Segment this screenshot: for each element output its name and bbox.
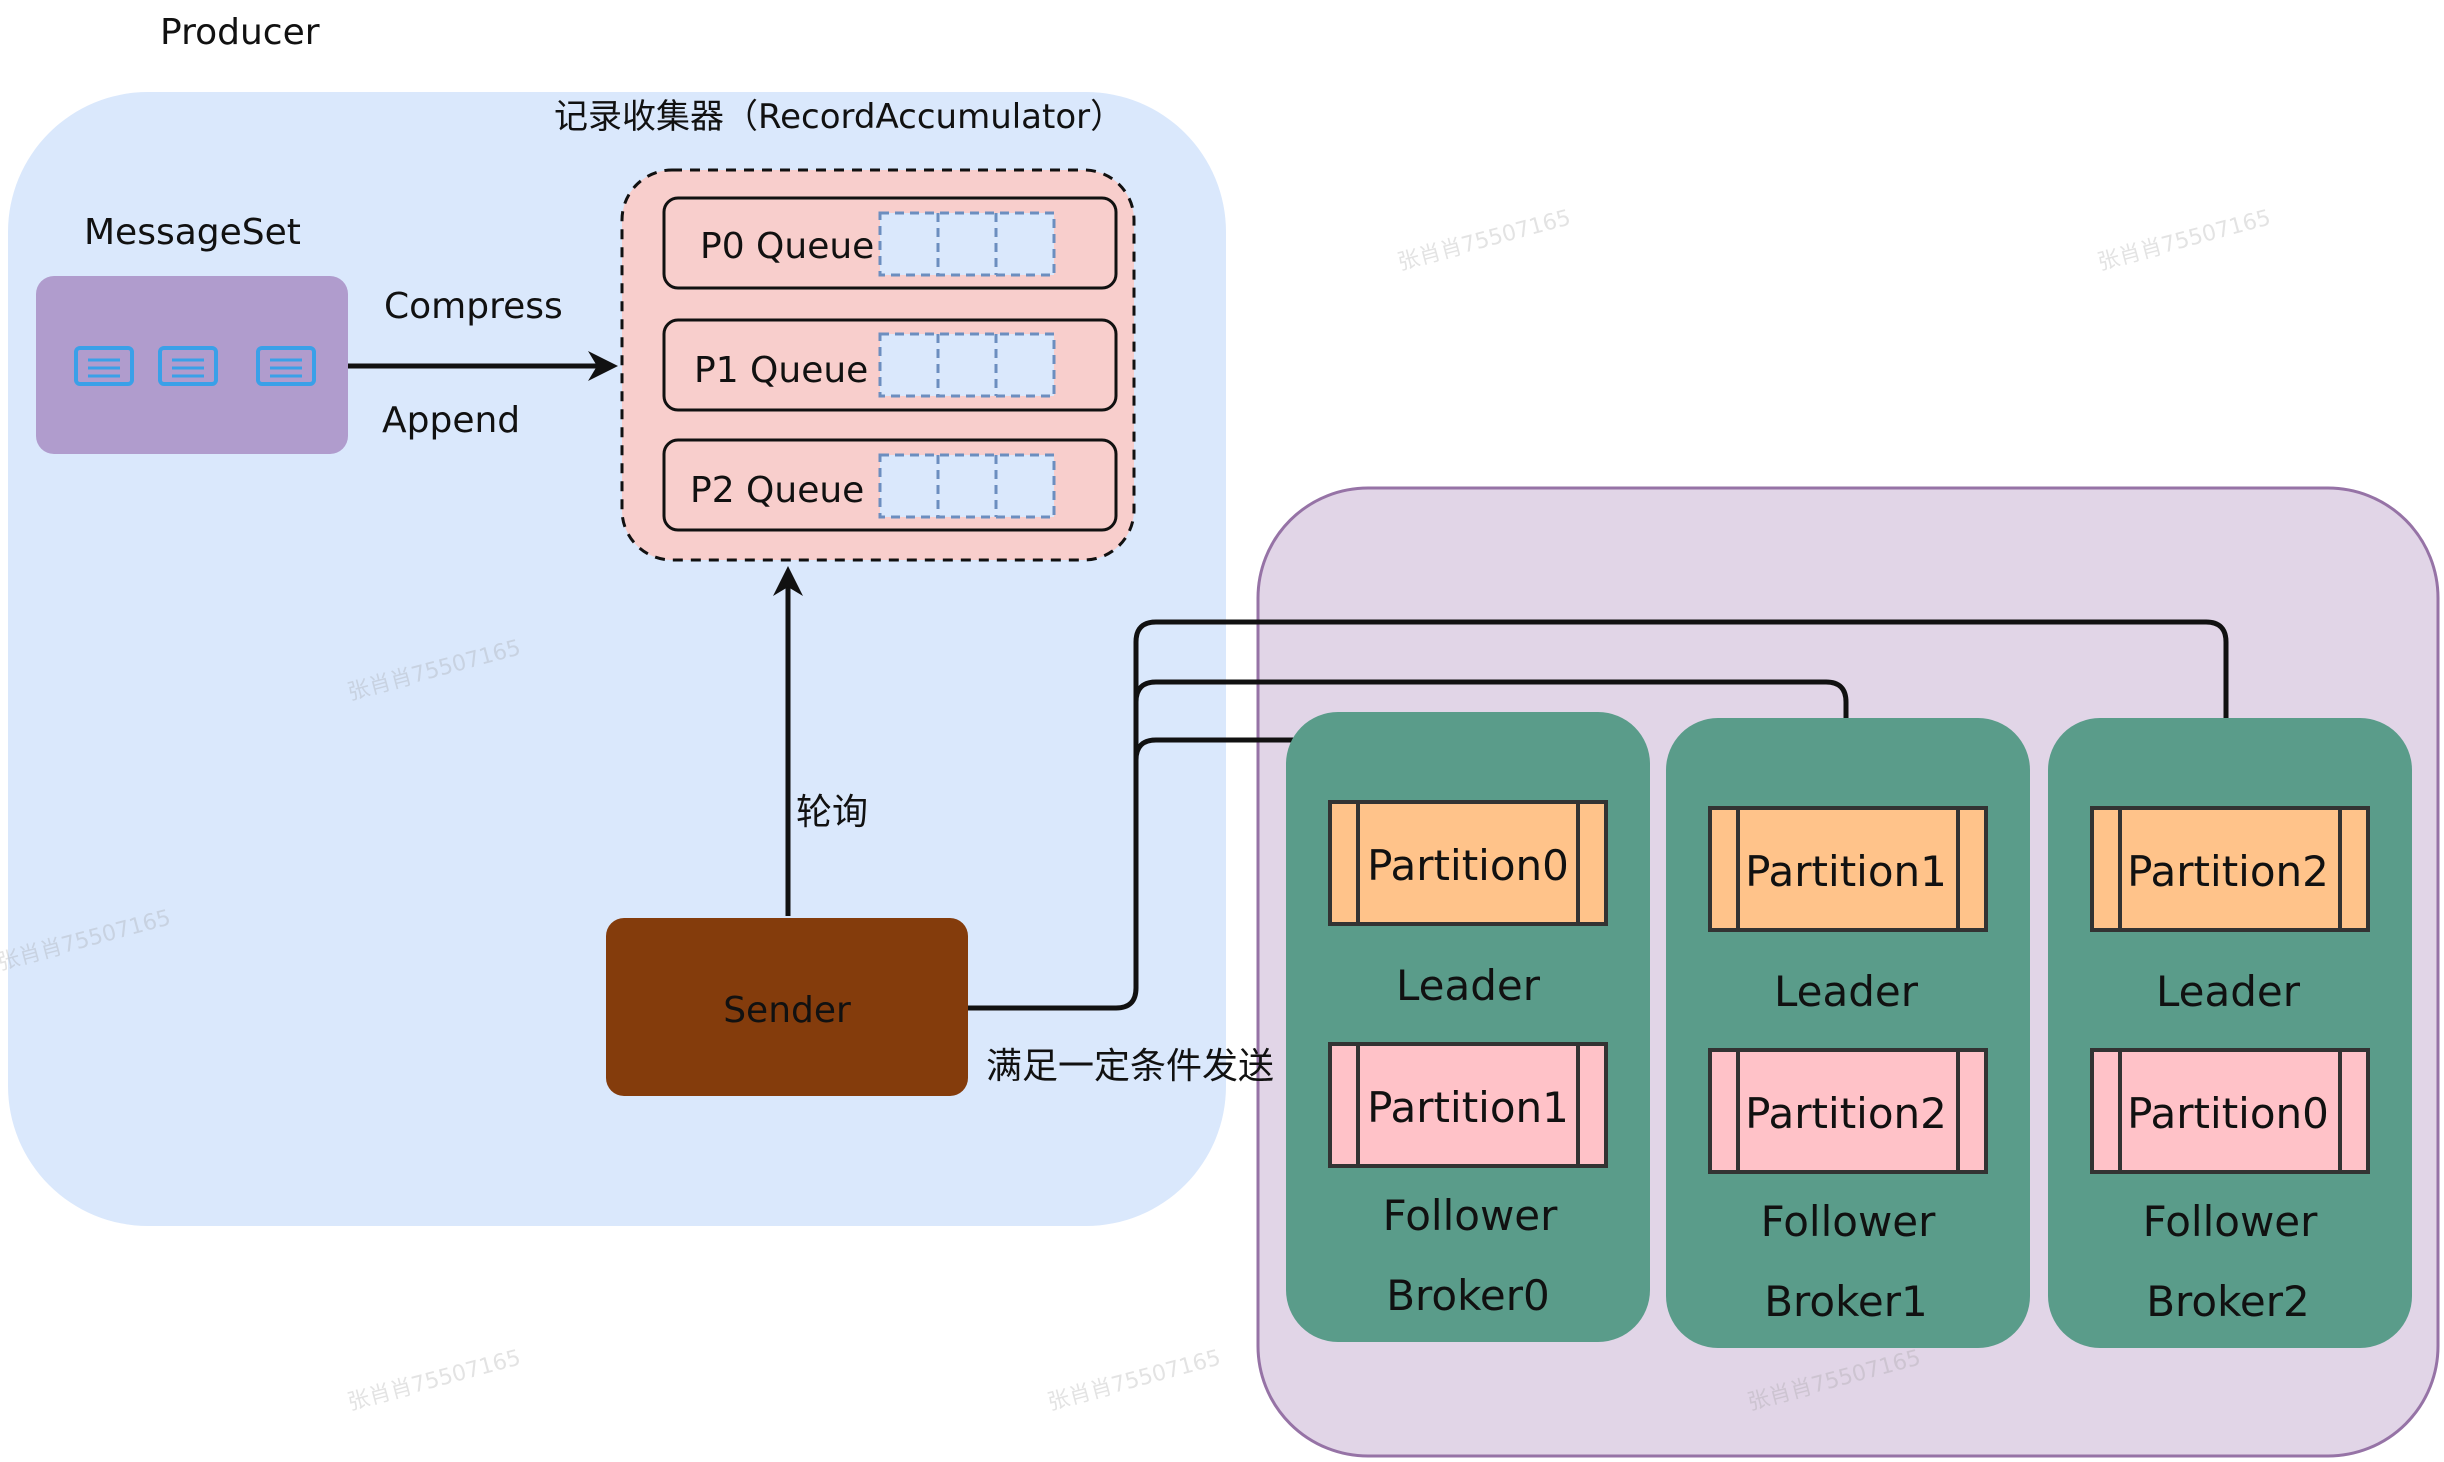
partition-label: Partition1 <box>1745 847 1947 896</box>
broker-2: Partition2 Leader Partition0 Follower Br… <box>2048 718 2412 1348</box>
send-arrow-partition2 <box>1133 619 2241 812</box>
send-condition-label: 满足一定条件发送 <box>986 1046 1274 1087</box>
follower-role: Follower <box>2143 1197 2319 1246</box>
message-set-title: MessageSet <box>84 212 301 253</box>
broker-0: Partition0 Leader Partition1 Follower Br… <box>1286 712 1650 1342</box>
svg-text:张肖肖75507165: 张肖肖75507165 <box>345 1346 523 1416</box>
queue-label: P1 Queue <box>694 350 868 391</box>
follower-partition: Partition1 <box>1328 1042 1608 1168</box>
follower-partition: Partition2 <box>1708 1048 1988 1174</box>
sender-box <box>606 918 968 1096</box>
partition-label: Partition0 <box>2127 1089 2329 1138</box>
broker-name: Broker2 <box>2146 1277 2310 1326</box>
poll-label: 轮询 <box>796 792 868 833</box>
queue-label: P2 Queue <box>690 470 864 511</box>
producer-title: Producer <box>160 12 320 53</box>
partition-label: Partition1 <box>1367 1083 1569 1132</box>
svg-text:张肖肖75507165: 张肖肖75507165 <box>2095 206 2273 276</box>
queue-p1: P1 Queue <box>662 318 1118 412</box>
queue-slots <box>878 211 1056 277</box>
leader-partition: Partition0 <box>1328 800 1608 926</box>
svg-text:张肖肖75507165: 张肖肖75507165 <box>1045 1346 1223 1416</box>
follower-role: Follower <box>1761 1197 1937 1246</box>
sender-label: Sender <box>723 990 851 1031</box>
accumulator-title: 记录收集器（RecordAccumulator） <box>554 97 1124 137</box>
leader-role: Leader <box>2156 967 2301 1016</box>
broker-name: Broker0 <box>1386 1271 1550 1320</box>
follower-partition: Partition0 <box>2090 1048 2370 1174</box>
queue-p0: P0 Queue <box>662 196 1118 290</box>
queue-label: P0 Queue <box>700 226 874 267</box>
broker-name: Broker1 <box>1764 1277 1928 1326</box>
leader-partition: Partition1 <box>1708 806 1988 932</box>
message-set-box <box>36 276 348 454</box>
leader-role: Leader <box>1396 961 1541 1010</box>
broker-1: Partition1 Leader Partition2 Follower Br… <box>1666 718 2030 1348</box>
append-label: Append <box>382 400 520 441</box>
leader-partition: Partition2 <box>2090 806 2370 932</box>
partition-label: Partition2 <box>1745 1089 1947 1138</box>
queue-slots <box>878 453 1056 519</box>
leader-role: Leader <box>1774 967 1919 1016</box>
follower-role: Follower <box>1383 1191 1559 1240</box>
svg-text:张肖肖75507165: 张肖肖75507165 <box>1395 206 1573 276</box>
queue-slots <box>878 332 1056 398</box>
document-icon <box>256 346 316 386</box>
document-icon <box>158 346 218 386</box>
queue-p2: P2 Queue <box>662 438 1118 532</box>
partition-label: Partition0 <box>1367 841 1569 890</box>
document-icon <box>74 346 134 386</box>
compress-label: Compress <box>384 286 563 327</box>
partition-label: Partition2 <box>2127 847 2329 896</box>
